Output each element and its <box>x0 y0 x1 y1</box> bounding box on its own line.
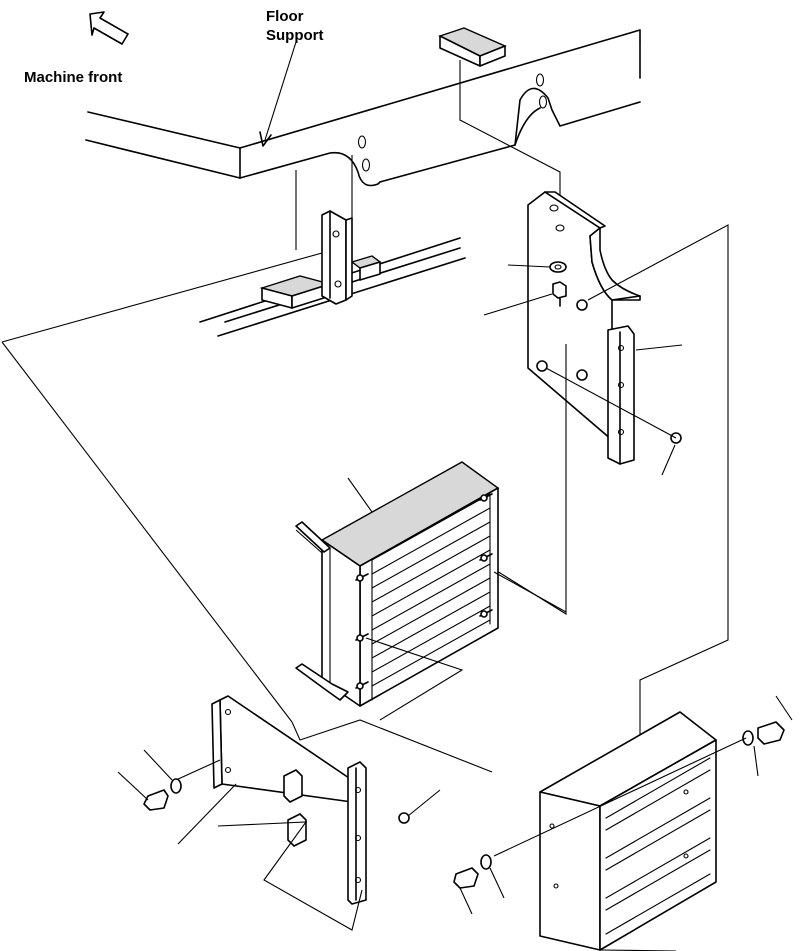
floor-support-label-line2: Support <box>266 27 324 44</box>
lower-bolt-washer <box>453 854 505 915</box>
arrow-up-left-icon <box>89 11 129 45</box>
heater-core <box>295 461 567 721</box>
floor-support-beam <box>85 29 641 187</box>
top-mounting-pad <box>438 27 507 67</box>
left-bolt-washer <box>117 749 182 811</box>
floor-support-leader <box>259 41 297 147</box>
right-bolt-washer-upper <box>493 695 793 857</box>
heater-cover <box>539 711 717 951</box>
lower-bracket <box>175 695 493 931</box>
machine-front-label: Machine front <box>24 69 122 86</box>
right-bracket-plate <box>527 191 682 465</box>
part-leader-lines <box>1 224 729 816</box>
mounting-rail <box>199 210 466 337</box>
floor-support-label-line1: Floor <box>266 8 304 25</box>
